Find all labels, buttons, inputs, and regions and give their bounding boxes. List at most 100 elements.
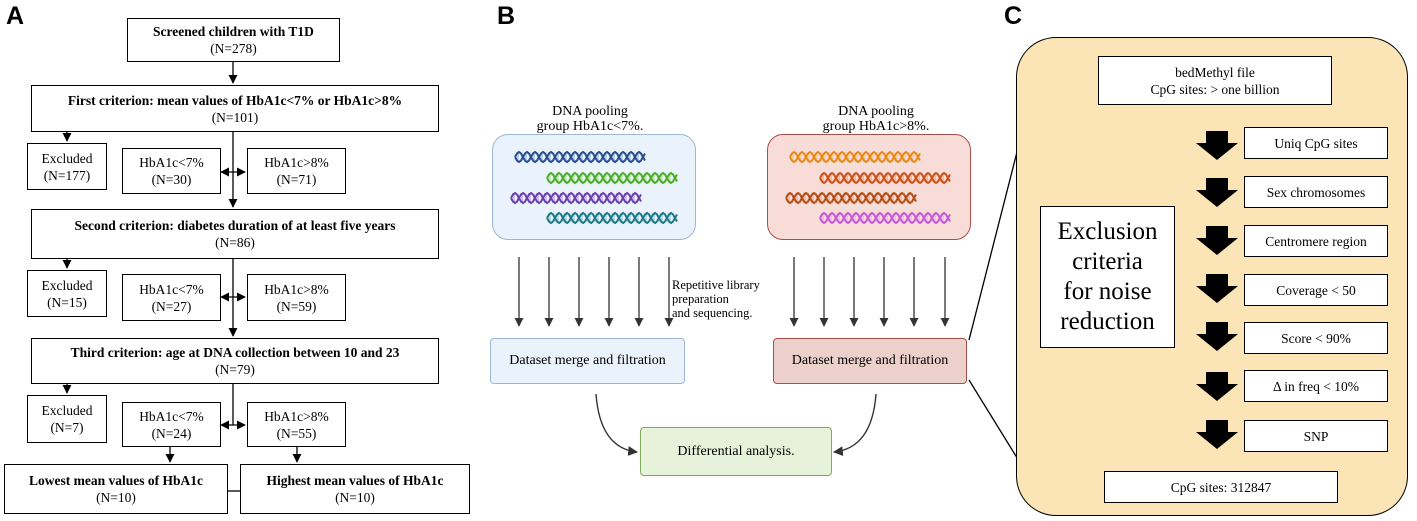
criterion-2-box: Second criterion: diabetes duration of a… — [31, 209, 439, 259]
high-1-box: HbA1c>8% (N=71) — [247, 148, 346, 194]
step-coverage: Coverage < 50 — [1244, 274, 1388, 306]
high-1-n: (N=71) — [276, 172, 317, 187]
exclusion-line1: Exclusion — [1057, 218, 1158, 245]
low-2-n: (N=27) — [151, 298, 192, 314]
excluded-1-box: Excluded (N=177) — [27, 143, 107, 190]
exclusion-line2: criteria — [1072, 248, 1143, 275]
lowest-hba1c-box: Lowest mean values of HbA1c (N=10) — [4, 464, 228, 514]
pool-high-dna-group — [785, 150, 951, 225]
screened-title: Screened children with T1D — [153, 24, 314, 39]
result-label: CpG sites: 312847 — [1170, 479, 1272, 495]
step-centromere: Centromere region — [1244, 225, 1388, 257]
high-2-box: HbA1c>8% (N=59) — [247, 274, 346, 321]
dna-strand-icon — [514, 150, 646, 164]
low-3-n: (N=24) — [151, 425, 192, 441]
criterion-2-title: Second criterion: diabetes duration of a… — [74, 218, 396, 233]
highest-hba1c-n: (N=10) — [335, 490, 375, 505]
excluded-3-box: Excluded (N=7) — [27, 395, 107, 443]
pool-low-title-line1: DNA pooling — [552, 104, 628, 119]
criterion-1-box: First criterion: mean values of HbA1c<7%… — [31, 85, 439, 132]
pool-high-title: DNA pooling group HbA1c>8%. — [796, 104, 956, 134]
merge-high-box: Dataset merge and filtration — [773, 338, 967, 384]
step-sex-chromosomes: Sex chromosomes — [1244, 176, 1388, 208]
dna-strand-icon — [789, 150, 921, 164]
step-sex-chromosomes-label: Sex chromosomes — [1266, 184, 1366, 200]
dna-strand-icon — [819, 211, 951, 225]
repetitive-note: Repetitive library preparation and seque… — [672, 278, 792, 320]
excluded-2-n: (N=15) — [47, 294, 87, 310]
step-coverage-label: Coverage < 50 — [1276, 282, 1356, 298]
repetitive-line1: Repetitive library — [672, 278, 760, 292]
sequencing-arrows — [514, 257, 950, 327]
dna-strand-icon — [510, 191, 642, 205]
merge-high-label: Dataset merge and filtration — [791, 353, 949, 368]
criterion-1-n: (N=101) — [211, 109, 259, 125]
low-2-label: HbA1c<7% — [139, 281, 204, 297]
excluded-2-label: Excluded — [41, 277, 93, 293]
step-centromere-label: Centromere region — [1265, 233, 1367, 249]
high-1-label: HbA1c>8% — [264, 155, 329, 170]
high-3-label: HbA1c>8% — [264, 408, 329, 424]
step-uniq-cpg: Uniq CpG sites — [1244, 127, 1388, 159]
dna-strand-icon — [546, 171, 678, 185]
result-box: CpG sites: 312847 — [1104, 471, 1338, 503]
lowest-hba1c-title: Lowest mean values of HbA1c — [29, 473, 203, 488]
excluded-1-label: Excluded — [41, 150, 93, 166]
excluded-3-label: Excluded — [41, 403, 93, 418]
bedmethyl-line1: bedMethyl file — [1175, 64, 1255, 80]
merge-low-label: Dataset merge and filtration — [509, 353, 666, 368]
low-1-n: (N=30) — [151, 172, 192, 187]
bedmethyl-line2: CpG sites: > one billion — [1150, 81, 1280, 97]
highest-hba1c-title: Highest mean values of HbA1c — [266, 473, 444, 488]
step-score-label: Score < 90% — [1281, 330, 1351, 346]
dna-strand-icon — [546, 211, 678, 225]
step-snp: SNP — [1244, 420, 1388, 452]
step-score: Score < 90% — [1244, 322, 1388, 354]
low-1-box: HbA1c<7% (N=30) — [122, 148, 221, 194]
bedmethyl-box: bedMethyl file CpG sites: > one billion — [1098, 56, 1332, 105]
criterion-1-title: First criterion: mean values of HbA1c<7%… — [67, 92, 403, 108]
panel-label-c: C — [1004, 2, 1023, 30]
excluded-1-n: (N=177) — [43, 167, 91, 183]
low-3-box: HbA1c<7% (N=24) — [122, 402, 221, 447]
screened-n: (N=278) — [210, 41, 257, 56]
low-3-label: HbA1c<7% — [139, 408, 204, 424]
differential-analysis-box: Differential analysis. — [640, 427, 832, 476]
pool-high-title-line2: group HbA1c>8%. — [822, 119, 930, 134]
repetitive-line2: preparation — [672, 292, 729, 306]
dna-strand-icon — [819, 171, 951, 185]
excluded-3-n: (N=7) — [50, 420, 84, 435]
criterion-3-n: (N=79) — [215, 362, 255, 377]
repetitive-line3: and sequencing. — [672, 306, 753, 320]
criterion-3-title: Third criterion: age at DNA collection b… — [70, 345, 400, 360]
excluded-2-box: Excluded (N=15) — [27, 270, 107, 317]
pool-high-title-line1: DNA pooling — [838, 104, 914, 119]
pool-low-title: DNA pooling group HbA1c<7%. — [510, 104, 670, 134]
low-1-label: HbA1c<7% — [139, 155, 204, 170]
pool-low-title-line2: group HbA1c<7%. — [536, 119, 644, 134]
high-2-label: HbA1c>8% — [264, 281, 329, 297]
high-2-n: (N=59) — [276, 298, 317, 314]
exclusion-line4: reduction — [1060, 308, 1155, 335]
screened-box: Screened children with T1D (N=278) — [127, 18, 340, 62]
step-uniq-cpg-label: Uniq CpG sites — [1274, 135, 1358, 151]
high-3-box: HbA1c>8% (N=55) — [247, 402, 346, 447]
differential-analysis-label: Differential analysis. — [677, 443, 795, 459]
arrow-merge-high-to-differential — [833, 393, 877, 456]
arrow-merge-low-to-differential — [595, 393, 638, 456]
low-2-box: HbA1c<7% (N=27) — [122, 274, 221, 321]
step-freq-label: Δ in freq < 10% — [1272, 378, 1360, 394]
exclusion-line3: for noise — [1063, 278, 1152, 305]
panel-label-a: A — [6, 2, 25, 30]
pool-low-dna-group — [510, 150, 678, 225]
pool-high-box — [767, 134, 971, 240]
step-snp-label: SNP — [1303, 428, 1329, 444]
criterion-2-n: (N=86) — [215, 235, 255, 250]
high-3-n: (N=55) — [276, 425, 317, 441]
exclusion-criteria-box: Exclusion criteria for noise reduction — [1040, 206, 1175, 348]
pool-low-box — [492, 134, 696, 240]
criterion-3-box: Third criterion: age at DNA collection b… — [31, 338, 439, 384]
highest-hba1c-box: Highest mean values of HbA1c (N=10) — [240, 464, 470, 514]
step-freq: Δ in freq < 10% — [1244, 370, 1388, 402]
